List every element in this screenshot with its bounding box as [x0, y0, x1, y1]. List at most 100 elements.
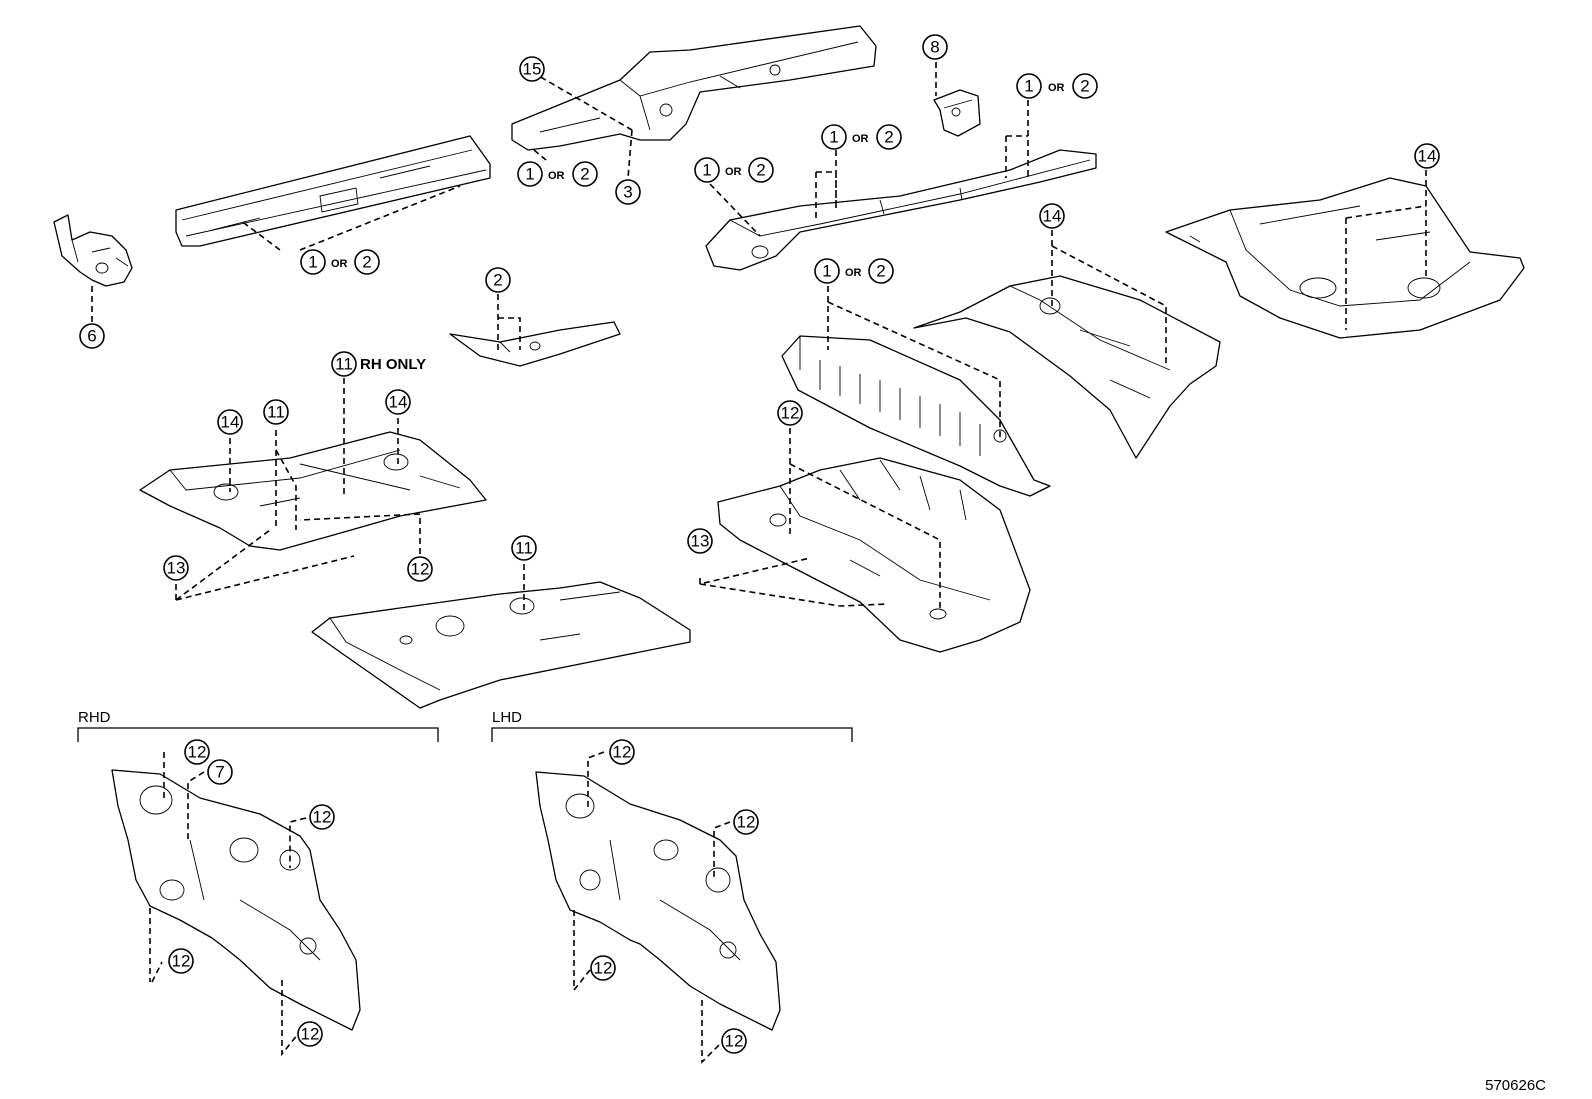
callout-2-mid: 2 [876, 124, 902, 150]
callout-2-floor-side: 2 [868, 258, 894, 284]
callout-2-side-member: 2 [572, 161, 598, 187]
svg-text:12: 12 [411, 560, 430, 579]
svg-text:2: 2 [756, 161, 765, 180]
dash-panel-rhd-drawing [111, 769, 361, 1031]
center-floor-pan-drawing [717, 457, 1031, 653]
svg-text:1: 1 [525, 165, 534, 184]
callout-12-rhd-right: 12 [309, 804, 335, 830]
svg-text:7: 7 [215, 763, 224, 782]
rear-floor-side-member-drawing [705, 149, 1097, 271]
callout-12-lhd-lower: 12 [590, 955, 616, 981]
svg-text:13: 13 [691, 532, 710, 551]
svg-text:12: 12 [594, 959, 613, 978]
svg-text:15: 15 [523, 60, 542, 79]
svg-text:12: 12 [781, 404, 800, 423]
callout-2-rear-member: 2 [748, 157, 774, 183]
callout-1-top-right: 1 [1016, 73, 1042, 99]
rear-floor-pan-drawing [1165, 177, 1525, 339]
callout-1-rear-member: 1 [694, 157, 720, 183]
callout-1-floor-side: 1 [814, 258, 840, 284]
rhd-section-label: RHD [78, 709, 111, 726]
callout-1-mid: 1 [821, 124, 847, 150]
callout-11-front-pan: 11 [511, 535, 537, 561]
callout-12-lhd-top: 12 [609, 739, 635, 765]
svg-text:1: 1 [1024, 77, 1033, 96]
svg-text:14: 14 [389, 393, 408, 412]
svg-text:14: 14 [221, 413, 240, 432]
or-label: OR [852, 133, 869, 145]
svg-text:1: 1 [829, 128, 838, 147]
callout-12-floor-left: 12 [407, 556, 433, 582]
svg-text:12: 12 [725, 1032, 744, 1051]
svg-text:2: 2 [1080, 77, 1089, 96]
rear-floor-side-panel-drawing [781, 335, 1051, 497]
front-floor-pan-center-drawing [311, 581, 691, 709]
svg-text:14: 14 [1418, 147, 1437, 166]
rear-floor-crossmember-drawing [913, 275, 1221, 459]
svg-text:1: 1 [702, 161, 711, 180]
svg-text:12: 12 [737, 813, 756, 832]
or-label: OR [725, 166, 742, 178]
svg-text:2: 2 [493, 271, 502, 290]
callout-12-rhd-top: 12 [184, 739, 210, 765]
callout-1-side-member: 1 [517, 161, 543, 187]
svg-text:12: 12 [301, 1025, 320, 1044]
svg-text:13: 13 [167, 559, 186, 578]
svg-text:14: 14 [1043, 207, 1062, 226]
bracket-part-6-drawing [53, 214, 133, 287]
rhd-bracket [77, 727, 439, 742]
callout-3: 3 [615, 179, 641, 205]
callout-11-rh-only: 11 [331, 351, 357, 377]
svg-text:3: 3 [623, 183, 632, 202]
callout-12-center: 12 [777, 400, 803, 426]
svg-text:1: 1 [822, 262, 831, 281]
dash-panel-lhd-drawing [535, 771, 781, 1031]
or-label: OR [845, 267, 862, 279]
svg-text:6: 6 [87, 327, 96, 346]
callout-14-floor-right: 14 [385, 389, 411, 415]
callout-13-left: 13 [163, 555, 189, 581]
svg-text:2: 2 [876, 262, 885, 281]
svg-text:8: 8 [930, 38, 939, 57]
svg-text:12: 12 [188, 743, 207, 762]
bracket-part-8-drawing [933, 89, 981, 137]
reinforcement-part-2-drawing [449, 321, 621, 367]
rh-only-note: RH ONLY [360, 356, 426, 373]
callout-7: 7 [207, 759, 233, 785]
callout-14-floor-left: 14 [217, 409, 243, 435]
callout-12-lhd-bottom: 12 [721, 1028, 747, 1054]
callout-6: 6 [79, 323, 105, 349]
callout-13-center: 13 [687, 528, 713, 554]
callout-14-crossmember: 14 [1039, 203, 1065, 229]
svg-text:11: 11 [335, 355, 353, 374]
svg-text:11: 11 [515, 539, 533, 558]
svg-text:2: 2 [362, 253, 371, 272]
svg-text:11: 11 [267, 403, 285, 422]
callout-12-lhd-right: 12 [733, 809, 759, 835]
or-label: OR [548, 170, 565, 182]
callout-8: 8 [922, 34, 948, 60]
or-label: OR [331, 258, 348, 270]
svg-text:1: 1 [308, 253, 317, 272]
svg-text:2: 2 [884, 128, 893, 147]
svg-text:12: 12 [313, 808, 332, 827]
lhd-section-label: LHD [492, 709, 522, 726]
callout-2-reinforcement: 2 [485, 267, 511, 293]
callout-12-rhd-bottom: 12 [297, 1021, 323, 1047]
callout-1-rail: 1 [300, 249, 326, 275]
side-rail-part-drawing [175, 135, 491, 247]
or-label: OR [1048, 82, 1065, 94]
leader-lines [91, 62, 1427, 1064]
svg-text:2: 2 [580, 165, 589, 184]
svg-text:12: 12 [172, 952, 191, 971]
callout-14-rear-pan: 14 [1414, 143, 1440, 169]
callout-15: 15 [519, 56, 545, 82]
callout-2-rail: 2 [354, 249, 380, 275]
svg-text:12: 12 [613, 743, 632, 762]
lhd-bracket [491, 727, 853, 742]
front-floor-pan-left-drawing [139, 431, 487, 551]
front-side-member-drawing [511, 25, 877, 151]
callout-12-rhd-lower: 12 [168, 948, 194, 974]
callout-2-top-right: 2 [1072, 73, 1098, 99]
